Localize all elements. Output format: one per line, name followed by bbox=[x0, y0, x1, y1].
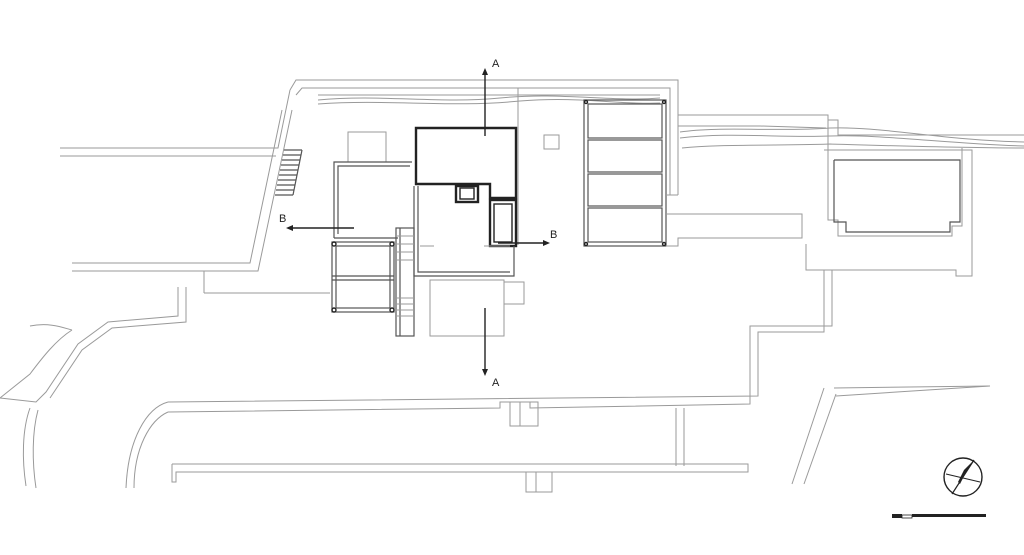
section-label-b-right: B bbox=[550, 229, 557, 241]
left-stair bbox=[275, 149, 303, 196]
bottom-bar bbox=[171, 463, 749, 493]
central-hall bbox=[413, 134, 560, 277]
left-site-boundary bbox=[60, 89, 330, 294]
left-curved-paths bbox=[0, 287, 187, 489]
lower-path bbox=[167, 270, 833, 466]
section-line-b bbox=[286, 225, 550, 246]
section-label-a-top: A bbox=[492, 58, 500, 70]
left-room bbox=[333, 131, 412, 239]
north-arrow-icon bbox=[943, 457, 983, 497]
lower-left-frame bbox=[331, 241, 395, 313]
section-label-a-bottom: A bbox=[492, 377, 500, 389]
river-edge bbox=[678, 114, 1024, 149]
right-building bbox=[805, 120, 973, 277]
section-line-a bbox=[482, 68, 488, 376]
scale-bar bbox=[892, 514, 986, 519]
right-diagonal-path bbox=[791, 385, 991, 485]
central-core bbox=[414, 126, 518, 248]
central-stair bbox=[395, 227, 415, 337]
outer-terrace-wall bbox=[289, 79, 679, 245]
lower-projection bbox=[429, 279, 525, 337]
walkway bbox=[666, 194, 803, 247]
pool-cells bbox=[583, 99, 667, 247]
section-label-b-left: B bbox=[279, 213, 286, 225]
